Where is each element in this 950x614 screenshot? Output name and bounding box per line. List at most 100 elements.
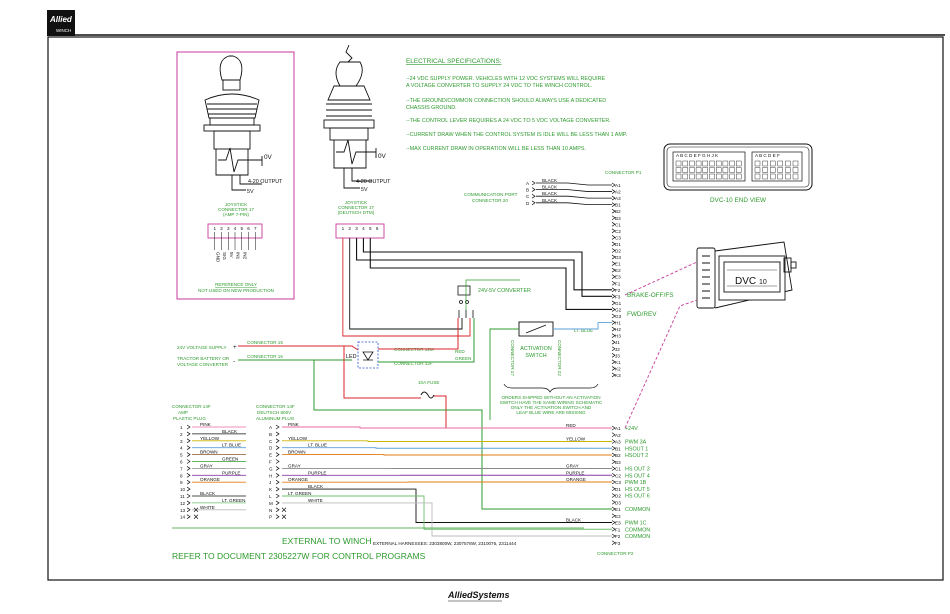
c14f-amp-pin-1: 1 [180, 425, 183, 430]
p1-pin-D1: D1 [615, 242, 621, 247]
comm-wire [536, 203, 612, 205]
c14f-deutsch-pin-B: B [269, 432, 272, 437]
led [358, 342, 378, 368]
dvc10-module [697, 242, 796, 308]
p1-pin-A2: A2 [615, 190, 621, 195]
p2-pin-A2: A2 [615, 433, 621, 438]
c14f-deutsch-pin-marker [276, 515, 279, 519]
p2-pin-F3: F3 [615, 541, 621, 546]
comm-pin-marker [532, 188, 535, 192]
harness-wire [282, 496, 612, 529]
p2-label-B1: HSOUT 1 [625, 446, 648, 452]
reference-only-note-2: NOT USED ON NEW PRODUCTION [198, 288, 274, 293]
comm-wire-color: BLACK [542, 191, 558, 196]
c14f-deutsch-pin-G: G [269, 466, 273, 471]
end-view-cell [793, 174, 798, 179]
specs-line-5: --THE CONTROL LEVER REQUIRES A 24 VDC TO… [406, 118, 611, 124]
p2-pin-C1: C1 [615, 467, 621, 472]
specs-line-1: --24 VDC SUPPLY POWER. VEHICLES WITH 12 … [406, 76, 606, 82]
end-view-cell [785, 161, 790, 166]
c14f-amp-pin-12: 12 [180, 501, 186, 506]
deutsch-color-WHITE: WHITE [308, 498, 323, 503]
p2-wire-color-ORANGE: ORANGE [566, 477, 586, 482]
dvc10-module-suffix: 10 [759, 279, 767, 286]
c14f-amp-pin-marker [187, 501, 190, 505]
supply-line-2a: TRACTOR BATTERY OR [177, 356, 230, 361]
electrical-specifications: ELECTRICAL SPECIFICATIONS: --24 VDC SUPP… [406, 58, 627, 152]
end-view-cell [689, 161, 694, 166]
supply-plus: + [233, 344, 237, 351]
end-view-cell [696, 168, 701, 173]
end-view-cell [696, 174, 701, 179]
harness-wire [282, 441, 612, 442]
p1-pin-C3: C3 [615, 235, 621, 240]
unused-pin-mark [282, 515, 286, 519]
c14f-deutsch-label-1: CONNECTOR 14F [256, 404, 295, 409]
p1-pin-B3: B3 [615, 216, 621, 221]
comm-port-label-1: COMMUNICATION PORT [464, 192, 518, 197]
deutsch-color-PURPLE: PURPLE [308, 470, 326, 475]
c14f-amp-pin-marker [187, 508, 190, 512]
joystick-left-pin-6: 6 [247, 226, 250, 231]
joystick-left-5v: 5V [247, 189, 254, 195]
p2-wire-color-YELLOW: YELLOW [566, 437, 586, 442]
comm-wire-color: BLACK [542, 178, 558, 183]
p1-pin-E2: E2 [615, 268, 621, 273]
end-view-cell [710, 174, 715, 179]
harness-wire [282, 503, 612, 536]
joystick-left-signal-GND: GND [215, 252, 220, 263]
amp-color-BROWN: BROWN [200, 450, 218, 455]
p2-label-C2: HS OUT 4 [625, 473, 650, 479]
joystick-5v-wire [343, 238, 470, 336]
c14f-deutsch-pin-E: E [269, 453, 272, 458]
end-view-cell [785, 168, 790, 173]
joystick-left-pin-4: 4 [234, 226, 237, 231]
p2-leader [625, 300, 697, 428]
end-view-cell [676, 161, 681, 166]
amp-color-YELLOW: YELLOW [200, 436, 220, 441]
activation-label-2: SWITCH [525, 353, 546, 359]
svg-text:A B C D E F: A B C D E F [755, 153, 780, 158]
end-view-cell [778, 174, 783, 179]
end-view-cell [778, 161, 783, 166]
fuse-label: 10A FUSE [418, 380, 439, 385]
p1-pin-H1: H1 [615, 321, 621, 326]
c14f-deutsch-pin-P: P [269, 515, 272, 520]
joystick-left-signal-SIG: SIG [222, 252, 227, 260]
p2-label-C3: PWM 1B [625, 480, 647, 486]
p2-pin-D2: D2 [615, 494, 621, 499]
end-view-cell [736, 168, 741, 173]
joystick-right-pin-2: 2 [348, 226, 351, 231]
led-red-wire [378, 318, 458, 349]
c14f-deutsch-pin-C: C [269, 439, 273, 444]
end-view-cell [785, 174, 790, 179]
comm-pin-marker [532, 194, 535, 198]
end-view-cell [736, 174, 741, 179]
end-view-cell [716, 161, 721, 166]
c14f-amp-pin-marker [187, 473, 190, 477]
deutsch-color-BLACK: BLACK [308, 484, 324, 489]
joystick-left-pin-1: 1 [213, 226, 216, 231]
p1-pin-E1: E1 [615, 262, 621, 267]
specs-line-3: --THE GROUND/COMMON CONNECTION SHOULD AL… [406, 98, 606, 104]
c14f-deutsch-pin-marker [276, 480, 279, 484]
end-view-cell [689, 168, 694, 173]
p1-pin-A1: A1 [615, 183, 621, 188]
joystick-right-5v: 5V [361, 187, 368, 193]
end-view-cell [793, 161, 798, 166]
supply-conn16: CONNECTOR 16 [247, 354, 283, 359]
c14f-deutsch-pin-N: N [269, 508, 272, 513]
supply-red-label: RED [455, 349, 465, 354]
header-logo: Allied WINCH [47, 10, 75, 36]
unused-pin-mark [194, 515, 198, 519]
footer-logo: AlliedSystems [447, 590, 510, 600]
p1-pin-A3: A3 [615, 196, 621, 201]
end-view-cell [723, 161, 728, 166]
end-view-cell [736, 161, 741, 166]
c14f-amp-pin-marker [187, 487, 190, 491]
amp-color-BLACK: BLACK [200, 491, 216, 496]
amp-color-PINK: PINK [200, 422, 212, 427]
c14f-deutsch-pin-L: L [269, 494, 272, 499]
